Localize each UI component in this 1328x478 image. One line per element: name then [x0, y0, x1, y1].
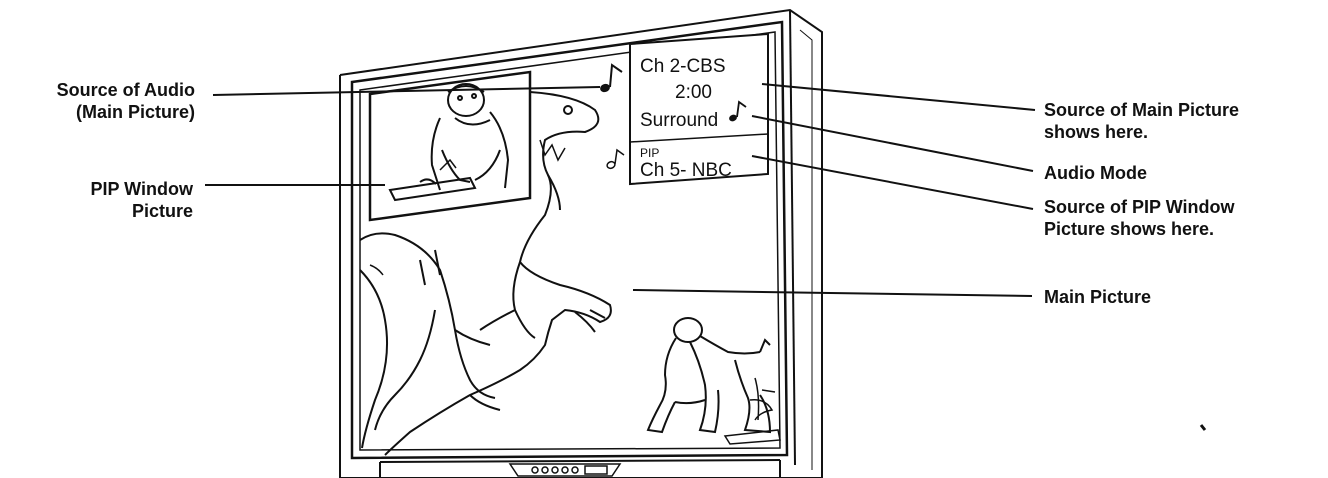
- leader-lines: [205, 84, 1035, 296]
- callout-pip-source: Source of PIP Window Picture shows here.: [1044, 196, 1324, 240]
- music-note-icon: [599, 65, 622, 93]
- callout-audio-mode: Audio Mode: [1044, 162, 1324, 184]
- callout-main-picture: Main Picture: [1044, 286, 1324, 308]
- leader-pip-source: [752, 156, 1033, 209]
- osd-pip-label: PIP: [640, 146, 659, 160]
- osd-box: Ch 2-CBS 2:00 Surround PIP Ch 5- NBC: [630, 34, 768, 184]
- caveman-illustration: [648, 318, 780, 444]
- front-panel-buttons: [510, 464, 620, 476]
- leader-main-source: [762, 84, 1035, 110]
- music-note-outline-icon: [606, 150, 624, 169]
- leader-main-picture: [633, 290, 1032, 296]
- stray-mark: [1201, 425, 1205, 430]
- osd-audio-mode: Surround: [640, 110, 718, 131]
- leader-audio-mode: [752, 116, 1033, 171]
- callout-main-source: Source of Main Picture shows here.: [1044, 99, 1324, 143]
- callout-pip-window: PIP Window Picture: [0, 178, 193, 222]
- pip-window: [370, 72, 530, 220]
- callout-audio-source: Source of Audio (Main Picture): [0, 79, 195, 123]
- osd-channel: Ch 2-CBS: [640, 56, 726, 77]
- osd-time: 2:00: [675, 82, 712, 103]
- osd-pip-channel: Ch 5- NBC: [640, 160, 732, 181]
